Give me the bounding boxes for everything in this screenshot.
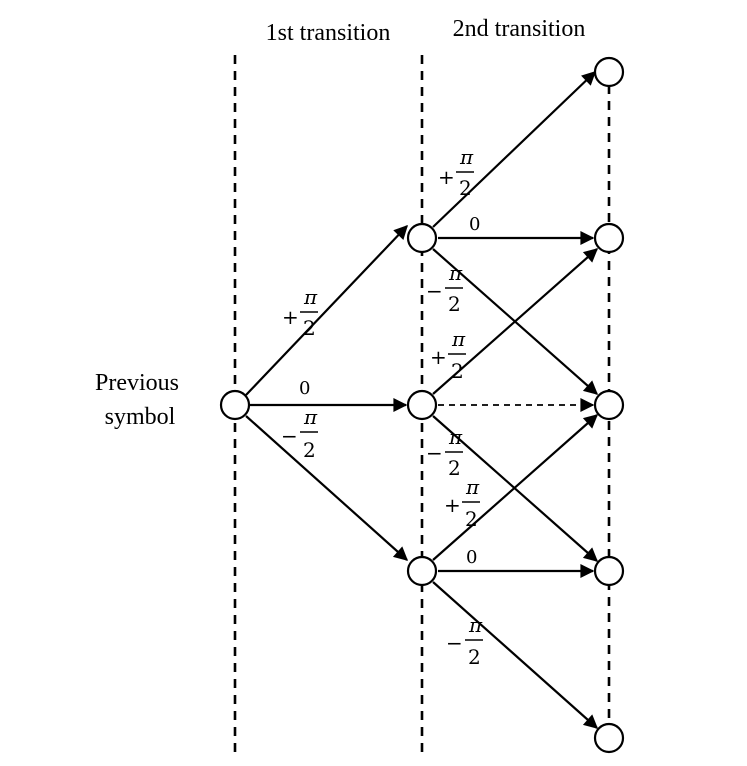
label-s1-minus-pi-over-2: − π 2	[281, 405, 318, 462]
arrow-s1-down	[245, 415, 409, 561]
arrow-s1-up	[245, 224, 408, 396]
node-previous	[219, 389, 251, 421]
sign: +	[430, 345, 447, 369]
node-s1-bottom	[406, 555, 438, 587]
node-s2-5	[593, 722, 625, 754]
label-bot-minus-pi-over-2: − π 2	[446, 613, 483, 669]
header-first-transition: 1st transition	[266, 20, 391, 46]
node-s2-1	[593, 56, 625, 88]
sign: +	[438, 165, 455, 189]
header-second-transition: 2nd transition	[453, 16, 586, 42]
previous-label-line2: symbol	[105, 404, 176, 430]
sign: −	[426, 441, 443, 465]
numerator: π	[465, 475, 480, 499]
label-mid-minus-pi-over-2: − π 2	[426, 425, 463, 480]
denominator: 2	[448, 456, 461, 480]
denominator: 2	[303, 316, 316, 340]
label-s1-plus-pi-over-2: + π 2	[282, 285, 318, 340]
sign: +	[282, 305, 299, 329]
numerator: π	[459, 145, 474, 169]
label-top-minus-pi-over-2: − π 2	[426, 261, 463, 316]
label-s1-zero: 0	[299, 378, 310, 399]
numerator: π	[303, 285, 318, 309]
numerator: π	[303, 405, 318, 429]
arrow-bot-up	[432, 414, 599, 561]
previous-symbol-label: Previous symbol	[95, 370, 185, 430]
node-s1-top	[406, 222, 438, 254]
node-s2-2	[593, 222, 625, 254]
denominator: 2	[468, 645, 481, 669]
node-s2-3	[593, 389, 625, 421]
stage-dividers	[233, 55, 611, 752]
numerator: π	[448, 425, 463, 449]
node-s1-middle	[406, 389, 438, 421]
denominator: 2	[451, 359, 464, 383]
arrow-top-up	[432, 71, 597, 228]
denominator: 2	[448, 292, 461, 316]
label-top-zero: 0	[469, 214, 480, 235]
node-s2-4	[593, 555, 625, 587]
label-top-plus-pi-over-2: + π 2	[438, 145, 474, 200]
numerator: π	[451, 327, 466, 351]
sign: −	[446, 631, 463, 655]
sign: −	[281, 424, 298, 448]
label-mid-plus-pi-over-2: + π 2	[430, 327, 466, 383]
sign: +	[444, 493, 461, 517]
label-bot-zero: 0	[466, 547, 477, 568]
denominator: 2	[303, 438, 316, 462]
transition-arrows	[245, 71, 599, 729]
state-nodes	[219, 56, 625, 754]
arrow-bot-down	[432, 581, 599, 729]
numerator: π	[468, 613, 483, 637]
arrow-mid-up	[432, 248, 599, 395]
sign: −	[426, 279, 443, 303]
denominator: 2	[465, 507, 478, 531]
numerator: π	[448, 261, 463, 285]
denominator: 2	[459, 176, 472, 200]
previous-label-line1: Previous	[95, 370, 179, 396]
label-bot-plus-pi-over-2: + π 2	[444, 475, 480, 531]
